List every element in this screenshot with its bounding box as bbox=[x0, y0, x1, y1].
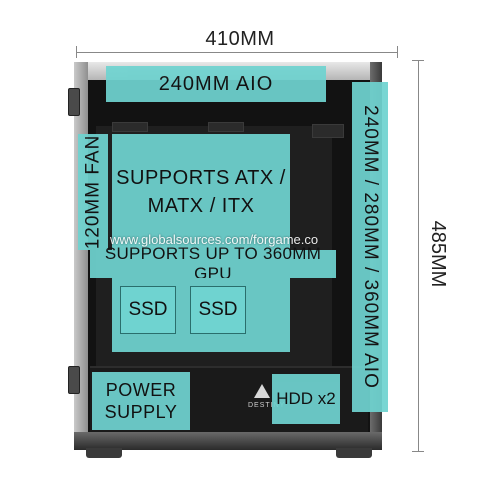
top-vent-slot bbox=[112, 122, 148, 132]
motherboard-support-line1: SUPPORTS ATX / bbox=[116, 167, 286, 189]
power-supply-line2: SUPPLY bbox=[104, 402, 178, 422]
ssd-label-1: SSD bbox=[120, 286, 176, 334]
width-dimension-line bbox=[76, 52, 398, 53]
width-dimension-label: 410MM bbox=[205, 28, 275, 50]
height-dimension-label: 485MM bbox=[427, 220, 449, 288]
rear-fan-label: 120MM FAN bbox=[78, 134, 108, 250]
case-foot-right bbox=[336, 448, 372, 458]
width-dimension-tick-left bbox=[76, 46, 77, 58]
gpu-support-label: SUPPORTS UP TO 360MM GPU bbox=[90, 244, 336, 283]
case-bottom-panel bbox=[74, 432, 382, 450]
case-foot-left bbox=[86, 448, 122, 458]
panel-hinge-icon bbox=[68, 88, 80, 116]
ssd-label-2: SSD bbox=[190, 286, 246, 334]
motherboard-support-label: SUPPORTS ATX / MATX / ITX bbox=[112, 134, 290, 250]
height-dimension-line bbox=[418, 60, 419, 452]
top-aio-label: 240MM AIO bbox=[106, 66, 326, 102]
width-dimension-tick-right bbox=[397, 46, 398, 58]
front-aio-label-text: 240MM / 280MM / 360MM AIO bbox=[360, 105, 382, 389]
top-vent-slot bbox=[208, 122, 244, 132]
power-supply-label: POWER SUPPLY bbox=[92, 372, 190, 430]
height-dimension-tick-top bbox=[412, 60, 424, 61]
motherboard-support-line2: MATX / ITX bbox=[147, 195, 255, 217]
hdd-bay-label: HDD x2 bbox=[272, 374, 340, 424]
height-dimension-tick-bottom bbox=[412, 451, 424, 452]
brand-logo-text: DESTINY bbox=[248, 402, 286, 409]
panel-hinge-icon bbox=[68, 366, 80, 394]
watermark-text: www.globalsources.com/forgame.co bbox=[110, 232, 319, 247]
front-aio-label: 240MM / 280MM / 360MM AIO bbox=[352, 82, 388, 412]
top-vent-slot bbox=[312, 124, 344, 138]
power-supply-line1: POWER bbox=[105, 380, 177, 400]
brand-logo-icon bbox=[254, 384, 270, 398]
rear-fan-label-text: 120MM FAN bbox=[82, 134, 103, 250]
